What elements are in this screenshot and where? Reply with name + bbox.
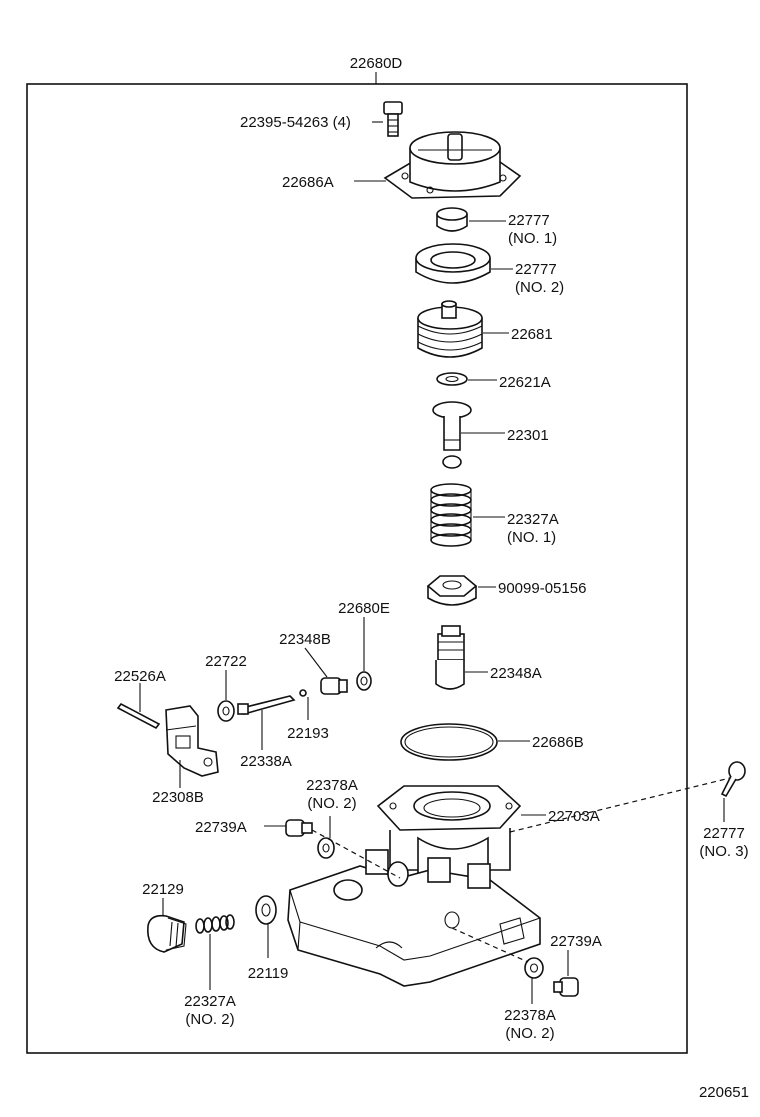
label-22327a-no1-sub: (NO. 1) (507, 529, 556, 546)
label-22526a: 22526A (114, 668, 166, 685)
screw-part (383, 101, 403, 137)
label-22777-no3: 22777 (703, 825, 745, 842)
label-22348a: 22348A (490, 665, 542, 682)
fitting-22348b-part (320, 677, 348, 695)
washer-22722-part (217, 700, 235, 722)
label-22348b: 22348B (279, 631, 331, 648)
washer-22119-part (255, 895, 277, 925)
label-22777-no1: 22777 (508, 212, 550, 229)
ring-no2-part (415, 243, 491, 284)
label-22129: 22129 (142, 881, 184, 898)
pin-22526a-part (116, 702, 161, 730)
gasket-22378a-bottom-part (524, 957, 544, 979)
label-22327a-no2-sub: (NO. 2) (185, 1011, 234, 1028)
plug-22739a-left-part (285, 819, 313, 837)
label-22739a-left: 22739A (195, 819, 247, 836)
label-22777-no2: 22777 (515, 261, 557, 278)
label-22301: 22301 (507, 427, 549, 444)
label-22378a-bottom: 22378A (504, 1007, 556, 1024)
bracket-22308b-part (165, 705, 219, 777)
key-22777-no3-part (720, 761, 746, 798)
label-22338a: 22338A (240, 753, 292, 770)
label-22777-no3-sub: (NO. 3) (699, 843, 748, 860)
cap-no1-part (436, 207, 468, 232)
label-22193: 22193 (287, 725, 329, 742)
piston-22681-part (417, 300, 483, 358)
assembly-label: 22680D (350, 55, 403, 72)
label-screw: 22395-54263 (4) (240, 114, 351, 131)
label-22378a-top: 22378A (306, 777, 358, 794)
spring-no2-part (195, 914, 235, 934)
ring-22680e-part (356, 671, 372, 691)
label-22777-no2-sub: (NO. 2) (515, 279, 564, 296)
label-22686b: 22686B (532, 734, 584, 751)
label-22621a: 22621A (499, 374, 551, 391)
label-22681: 22681 (511, 326, 553, 343)
valve-22301-part (432, 401, 472, 469)
needle-22338a-part (237, 695, 296, 715)
label-22722: 22722 (205, 653, 247, 670)
lower-body-part (287, 849, 541, 987)
assembly-frame (26, 83, 688, 1054)
label-22327a-no1: 22327A (507, 511, 559, 528)
label-22119: 22119 (248, 965, 289, 982)
label-22327a-no2: 22327A (184, 993, 236, 1010)
label-22308b: 22308B (152, 789, 204, 806)
label-22378a-bottom-sub: (NO. 2) (505, 1025, 554, 1042)
ball-22193-part (299, 689, 307, 697)
plug-22739a-right-part (553, 977, 579, 997)
label-cover: 22686A (282, 174, 334, 191)
fitting-22348a-part (435, 625, 465, 690)
label-22777-no1-sub: (NO. 1) (508, 230, 557, 247)
label-22739a-right: 22739A (550, 933, 602, 950)
plug-22129-part (147, 914, 187, 953)
nut-part (426, 575, 478, 606)
figure-code: 220651 (699, 1084, 749, 1101)
label-nut: 90099-05156 (498, 580, 586, 597)
gasket-22378a-top-part (317, 837, 335, 859)
spring-no1-part (430, 483, 472, 547)
washer-22621a-part (436, 372, 468, 386)
cover-part (383, 131, 522, 199)
label-22680e: 22680E (338, 600, 390, 617)
label-22378a-top-sub: (NO. 2) (307, 795, 356, 812)
oring-22686b-part (400, 723, 498, 761)
